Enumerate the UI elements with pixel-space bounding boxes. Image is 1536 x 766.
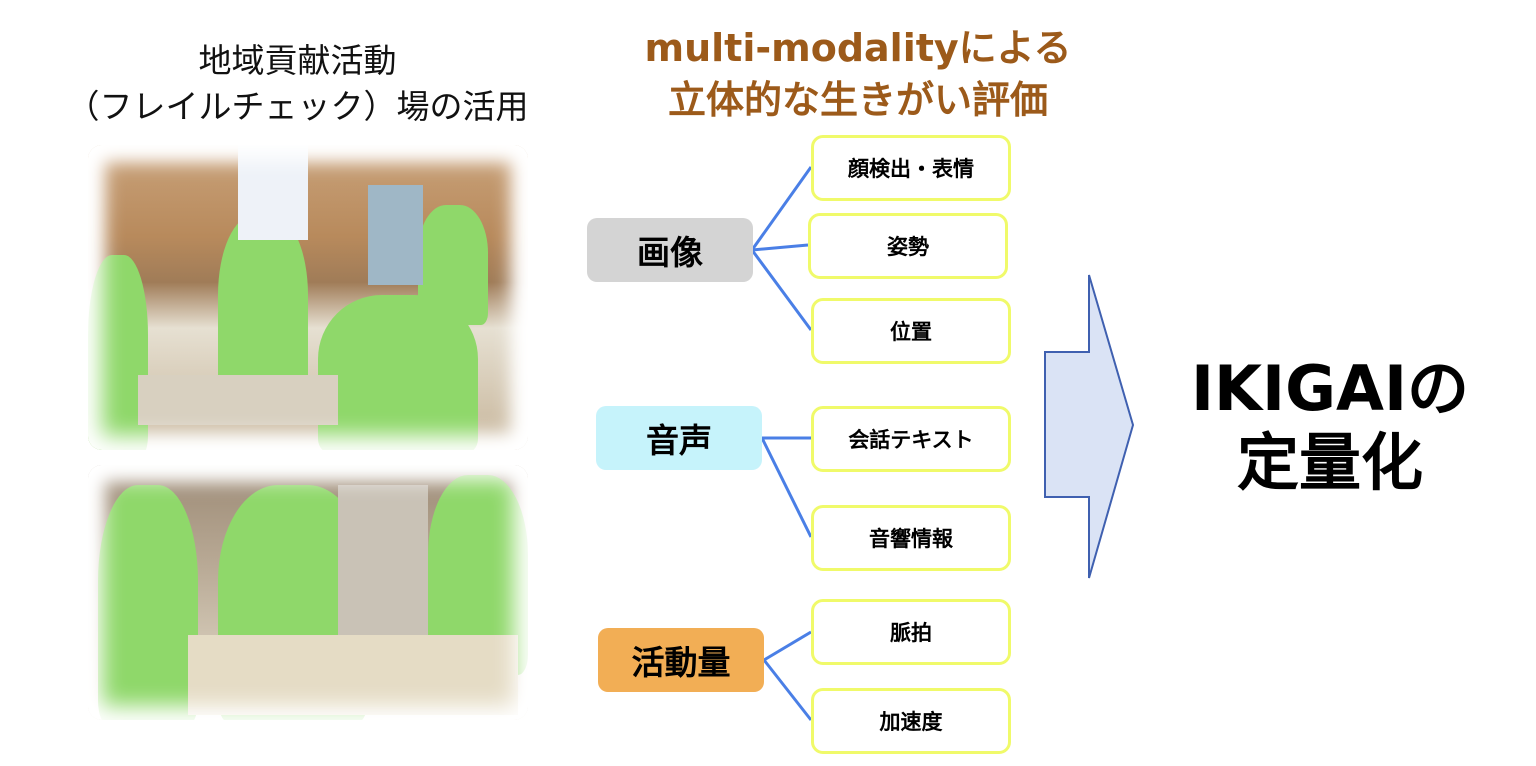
connector-activity-accel [762,659,813,721]
category-voice: 音声 [596,406,762,470]
category-activity: 活動量 [598,628,764,692]
diagram-heading: multi-modalityによる 立体的な生きがい評価 [600,22,1116,126]
connector-voice-acoustic [760,437,813,538]
leaf-label: 脈拍 [890,621,932,645]
photo-caption-line2: （フレイルチェック）場の活用 [66,87,529,126]
leaf-posture: 姿勢 [808,213,1008,279]
connector-image-posture [751,243,809,252]
heading-line2: 立体的な生きがい評価 [667,78,1048,122]
leaf-acceleration: 加速度 [811,688,1011,754]
photo-caption-line1: 地域貢献活動 [198,41,397,80]
leaf-label: 位置 [890,320,932,344]
leaf-conversation-text: 会話テキスト [811,406,1011,472]
leaf-label: 顔検出・表情 [848,157,974,181]
right-arrow-icon [1044,274,1135,579]
connector-image-position [750,249,813,331]
frailty-check-photo-top [88,145,528,450]
leaf-acoustic-info: 音響情報 [811,505,1011,571]
photo-caption: 地域貢献活動 （フレイルチェック）場の活用 [60,38,535,130]
category-activity-label: 活動量 [631,643,731,682]
heading-line1: multi-modalityによる [644,26,1072,70]
category-image: 画像 [587,218,753,282]
frailty-check-photo-bottom [88,465,528,720]
result-text: IKIGAIの 定量化 [1160,352,1500,500]
connector-image-face [750,166,813,251]
leaf-label: 会話テキスト [848,428,974,452]
leaf-pulse: 脈拍 [811,599,1011,665]
result-line1: IKIGAIの [1190,352,1470,425]
leaf-label: 姿勢 [887,235,929,259]
leaf-position: 位置 [811,298,1011,364]
connector-activity-pulse [763,630,812,662]
category-voice-label: 音声 [646,421,712,460]
leaf-label: 加速度 [879,710,943,734]
leaf-label: 音響情報 [869,527,953,551]
leaf-face-expression: 顔検出・表情 [811,135,1011,201]
category-image-label: 画像 [637,233,703,272]
result-line2: 定量化 [1236,426,1423,499]
